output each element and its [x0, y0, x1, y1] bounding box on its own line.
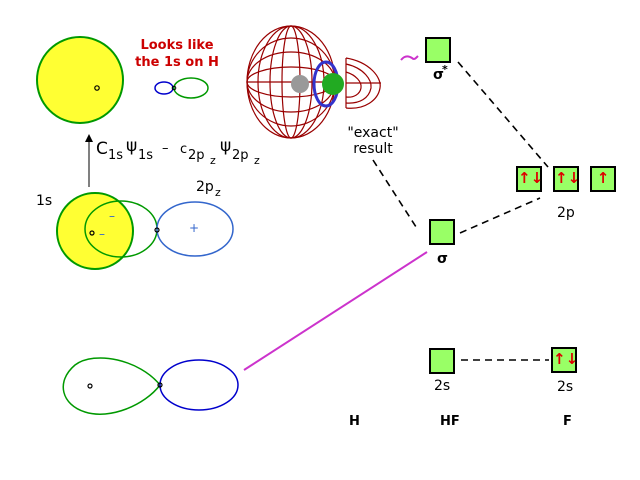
psi2-subscript-z: z	[254, 154, 260, 167]
c2-subscript: 2p	[188, 148, 205, 163]
exact-label: "exact" result	[336, 125, 410, 157]
f-2p-box-2: ↑↓	[553, 166, 581, 192]
f-2p-box-1-electrons: ↑↓	[518, 169, 544, 187]
small-node-dot	[171, 85, 177, 91]
small-blue-lobe	[154, 81, 174, 95]
sigma-green-lobe	[62, 357, 161, 415]
sigma-to-2p-line	[459, 197, 541, 234]
f-2p-box-3-electron: ↑	[596, 169, 610, 187]
exact-line-2: result	[353, 141, 393, 157]
plus-sign: +	[189, 221, 200, 235]
f-2s-label: 2s	[557, 379, 574, 395]
label-1s: 1s	[36, 193, 53, 209]
sigma-label: σ	[437, 251, 448, 267]
psi2: ψ	[220, 136, 232, 156]
f-2s-box: ↑↓	[551, 347, 579, 373]
note-line-1: Looks like	[140, 38, 214, 53]
c2-subscript-z: z	[210, 154, 216, 167]
sigma-node-dot	[157, 382, 163, 388]
note-line-2: the 1s on H	[135, 55, 219, 70]
column-f: F	[563, 414, 572, 429]
exact-green-atom	[322, 73, 344, 95]
sigma-star-label: σ	[433, 67, 444, 83]
c1-subscript: 1s	[108, 148, 124, 163]
h-1s-orbital-large	[36, 36, 124, 124]
sigma-nucleus-dot	[87, 383, 93, 389]
minus-sign: –	[162, 141, 169, 156]
sigma-star-box	[425, 37, 451, 63]
nucleus-dot-node	[154, 227, 160, 233]
minus-sign-lower: –	[99, 227, 105, 241]
psi2-subscript: 2p	[232, 148, 249, 163]
nucleus-dot-left	[89, 230, 95, 236]
hf-2s-box	[429, 348, 455, 374]
combination-formula: C 1s ψ 1s – c 2p z ψ 2p z	[96, 138, 286, 168]
c2-coef: c	[180, 142, 188, 157]
magenta-squiggle	[400, 55, 419, 61]
sigma-to-orbital-line	[243, 251, 428, 371]
sigma-star-to-2p-line	[457, 61, 549, 168]
label-2p: 2p	[196, 179, 214, 195]
exact-line-1: "exact"	[347, 125, 399, 141]
c1-coef: C	[96, 139, 108, 159]
combination-arrowhead	[85, 134, 93, 142]
minus-sign-upper: –	[109, 209, 115, 223]
f-2p-label: 2p	[557, 205, 575, 221]
hf-2s-label: 2s	[434, 378, 451, 394]
f-1s-circle	[56, 192, 134, 270]
sigma-star-superscript: *	[442, 63, 448, 76]
sigma-blue-lobe	[159, 359, 239, 411]
sigma-box	[429, 219, 455, 245]
column-h: H	[349, 414, 360, 429]
exact-to-sigma-line	[372, 159, 419, 231]
f-2pz-blue-lobe	[156, 201, 234, 257]
f-2p-box-2-electrons: ↑↓	[555, 169, 581, 187]
exact-gray-atom	[291, 75, 309, 93]
psi1: ψ	[126, 136, 138, 156]
f-2p-box-1: ↑↓	[516, 166, 544, 192]
label-2p-subscript: z	[215, 186, 221, 199]
small-green-lobe	[173, 77, 209, 99]
f-2p-box-3: ↑	[590, 166, 616, 192]
psi1-subscript: 1s	[138, 148, 154, 163]
column-hf: HF	[440, 414, 460, 429]
note-text: Looks like the 1s on H	[123, 37, 231, 71]
f-2s-box-electrons: ↑↓	[553, 350, 579, 368]
h-nucleus-dot	[94, 85, 100, 91]
